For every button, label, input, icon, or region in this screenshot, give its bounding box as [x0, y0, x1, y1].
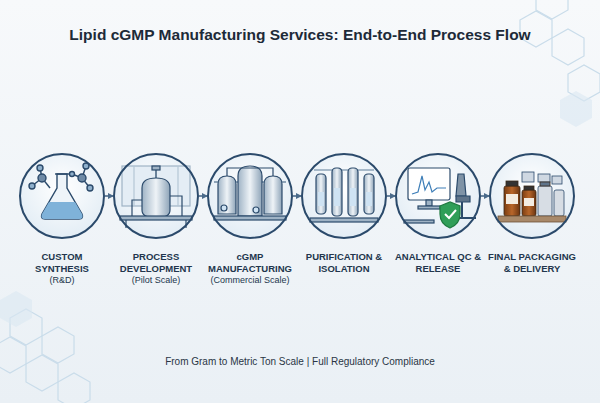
- step-label: ANALYTICAL QC & RELEASE: [391, 251, 485, 275]
- step-label-group: cGMP MANUFACTURING(Commercial Scale): [203, 251, 297, 286]
- process-circle: CUSTOM SYNTHESIS(R&D): [19, 153, 105, 239]
- step-label: PURIFICATION & ISOLATION: [297, 251, 391, 275]
- flask-icon: [29, 163, 93, 219]
- hexagon-fill: [0, 91, 592, 327]
- diagram-caption: From Gram to Metric Ton Scale | Full Reg…: [0, 356, 600, 367]
- reactor-icon: [120, 166, 192, 228]
- diagram-title: Lipid cGMP Manufacturing Services: End-t…: [0, 26, 600, 44]
- step-label-group: PURIFICATION & ISOLATION: [297, 251, 391, 275]
- step-label-group: ANALYTICAL QC & RELEASE: [391, 251, 485, 275]
- process-circle: ANALYTICAL QC & RELEASE: [395, 153, 481, 239]
- step-sublabel: (Pilot Scale): [109, 275, 203, 286]
- qc-icon: [404, 168, 476, 228]
- step-label-group: FINAL PACKAGING & DELIVERY: [485, 251, 579, 275]
- step-sublabel: (Commercial Scale): [203, 275, 297, 286]
- columns-icon: [310, 168, 378, 222]
- process-circle: FINAL PACKAGING & DELIVERY: [489, 153, 575, 239]
- step-label: CUSTOM SYNTHESIS: [15, 251, 109, 275]
- flow-arrow: [387, 195, 395, 197]
- tanks-icon: [214, 166, 286, 220]
- step-label-group: PROCESS DEVELOPMENT(Pilot Scale): [109, 251, 203, 286]
- flow-arrow: [105, 195, 113, 197]
- step-label-group: CUSTOM SYNTHESIS(R&D): [15, 251, 109, 286]
- step-label: cGMP MANUFACTURING: [203, 251, 297, 275]
- step-label: PROCESS DEVELOPMENT: [109, 251, 203, 275]
- flow-arrow: [199, 195, 207, 197]
- flow-arrow: [293, 195, 301, 197]
- packaging-icon: [498, 172, 566, 222]
- process-circle: PURIFICATION & ISOLATION: [301, 153, 387, 239]
- step-sublabel: (R&D): [15, 275, 109, 286]
- circle-grounds: [20, 154, 574, 238]
- flow-arrow: [481, 195, 489, 197]
- step-label: FINAL PACKAGING & DELIVERY: [485, 251, 579, 275]
- process-circle: PROCESS DEVELOPMENT(Pilot Scale): [113, 153, 199, 239]
- process-circle: cGMP MANUFACTURING(Commercial Scale): [207, 153, 293, 239]
